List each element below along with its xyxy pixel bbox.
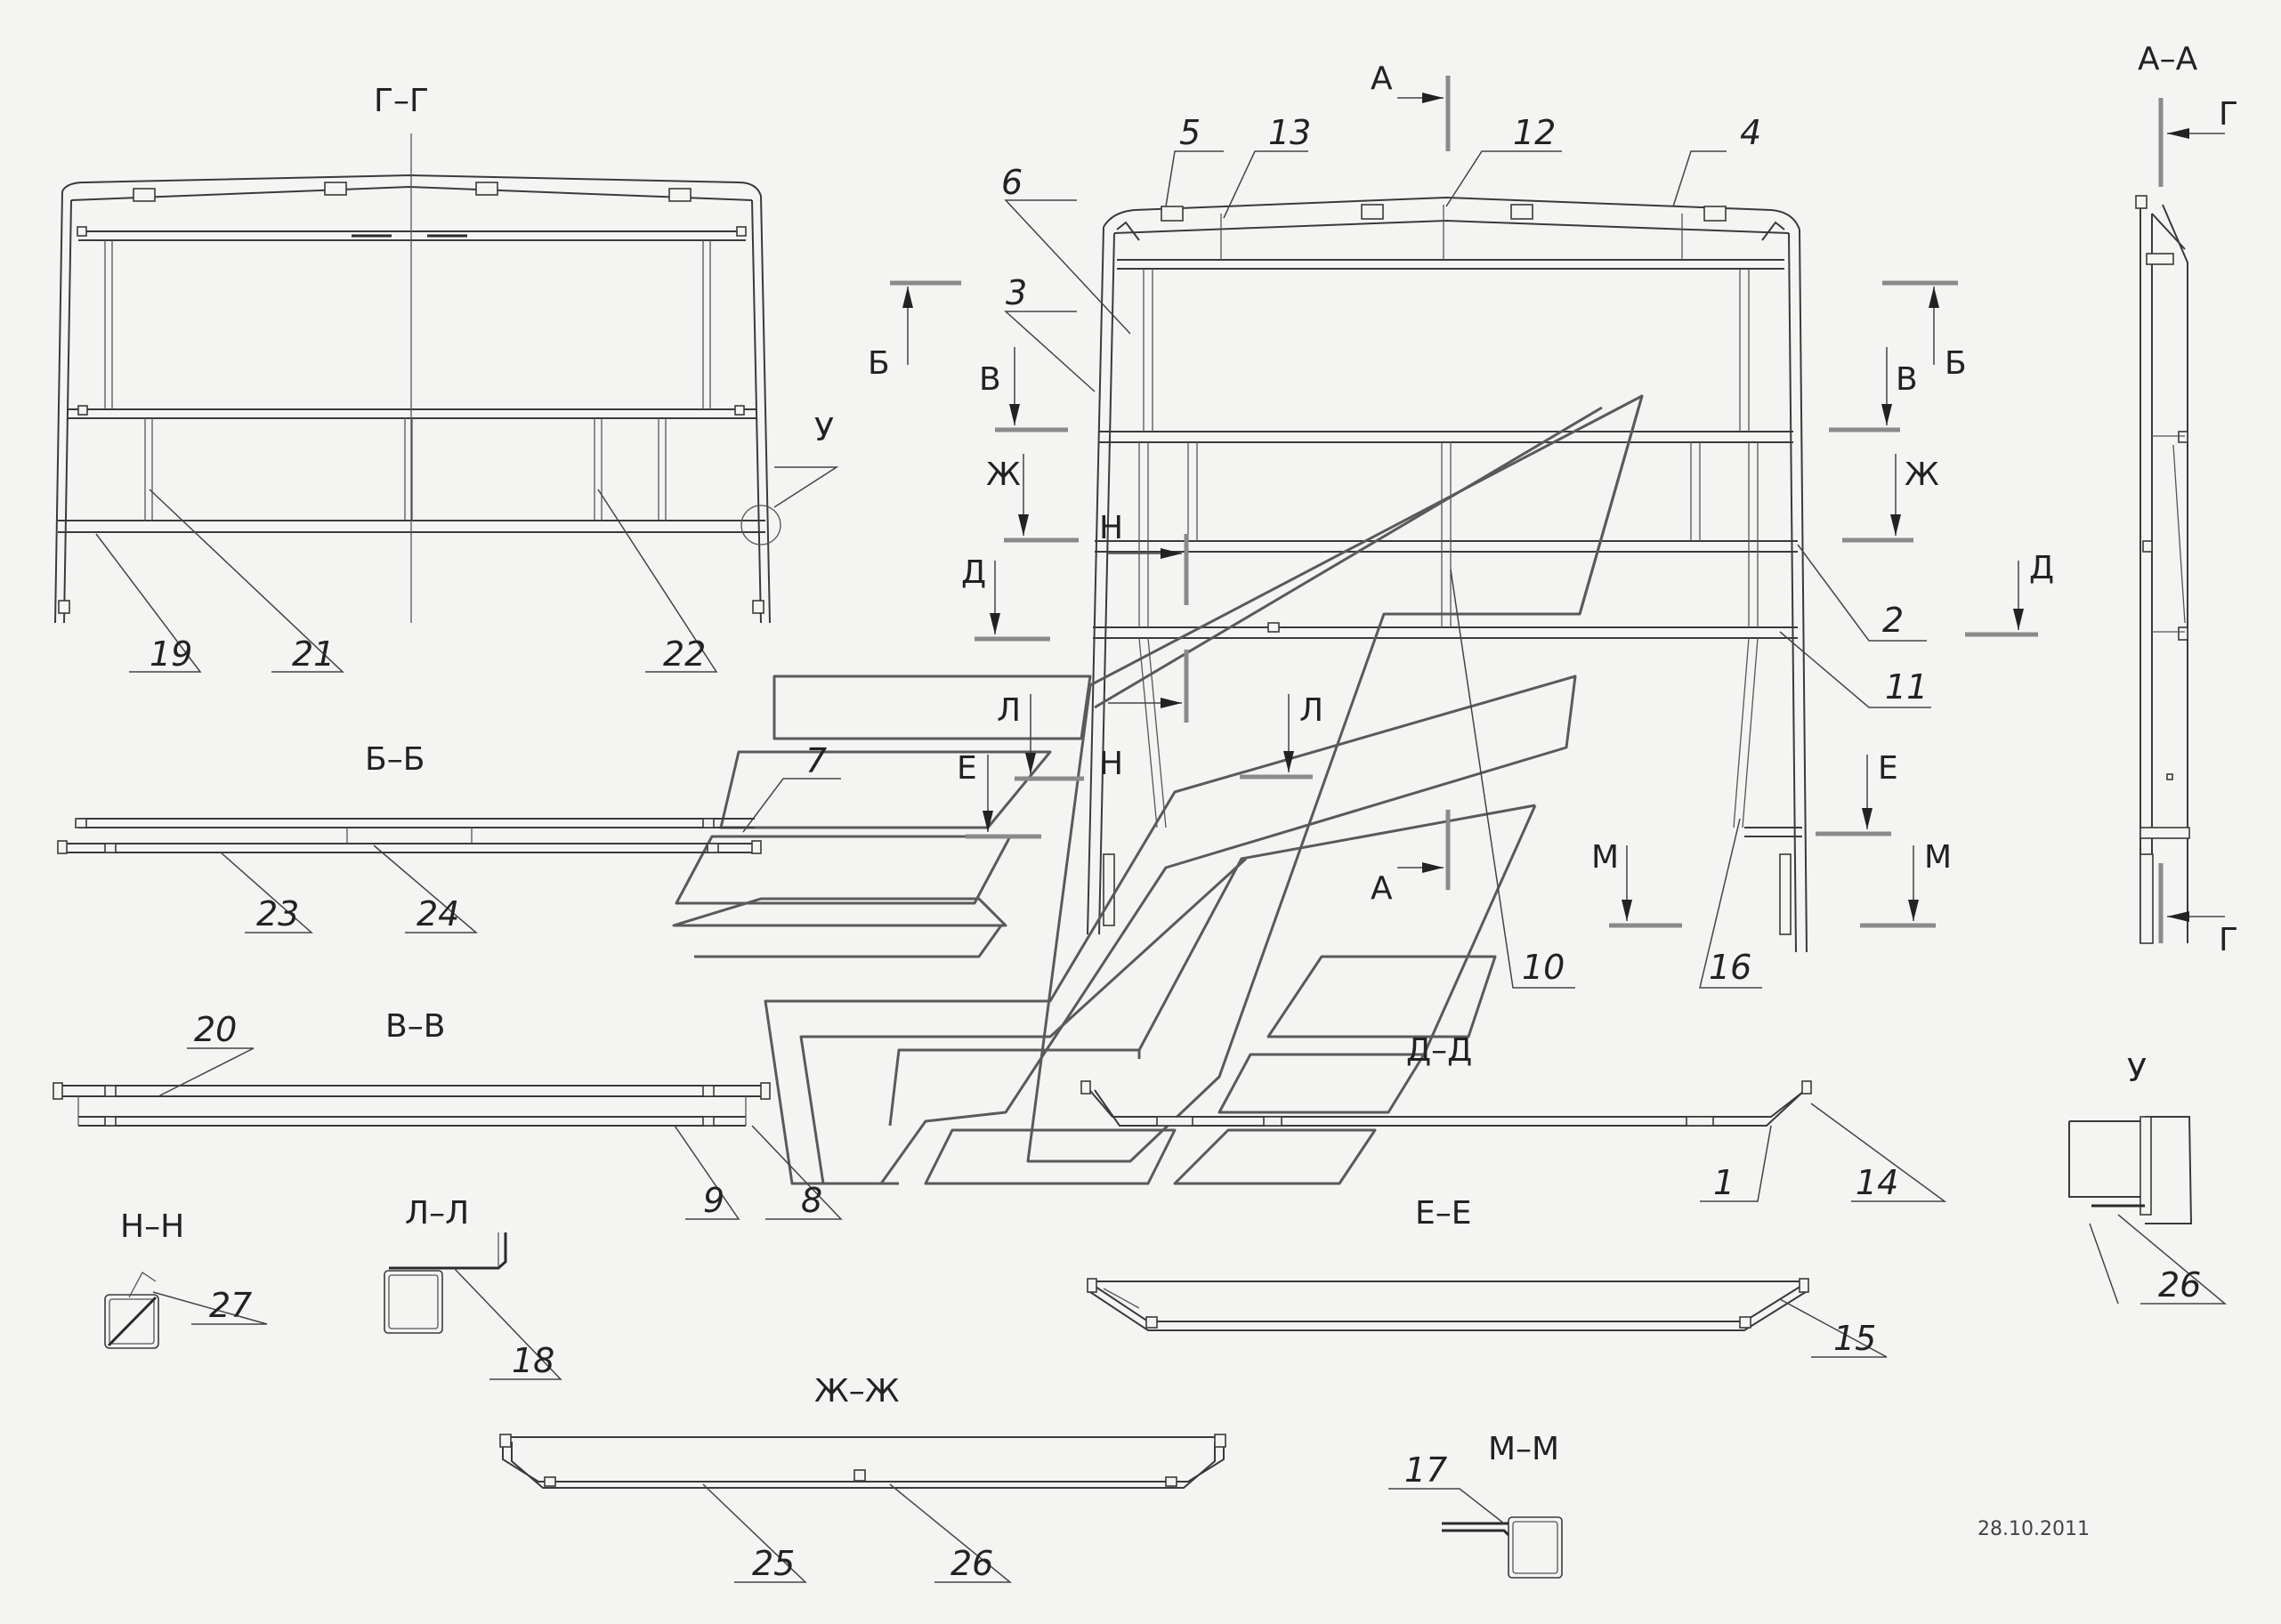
callout-17: 17 bbox=[1404, 1450, 1447, 1490]
seat-outline-lines bbox=[672, 394, 1644, 1185]
section-title-g-g: Г–Г bbox=[374, 83, 429, 119]
callout-leaders bbox=[95, 150, 2228, 1583]
drawing-date: 28.10.2011 bbox=[1978, 1518, 2090, 1540]
cut-letter-n-bottom: Н bbox=[1099, 746, 1123, 782]
callout-26: 26 bbox=[950, 1544, 993, 1583]
cut-letter-u: У bbox=[814, 412, 834, 448]
cut-letter-d-right: Д bbox=[2029, 550, 2054, 586]
cut-letter-m-left: М bbox=[1591, 839, 1619, 876]
section-title-v-v: В–В bbox=[385, 1008, 445, 1045]
callout-6: 6 bbox=[1001, 163, 1023, 202]
section-titles: Г–Г А–А Б–Б В–В Д–Д Е–Е Ж–Ж Н–Н Л–Л М–М … bbox=[120, 41, 2198, 1467]
callout-9: 9 bbox=[703, 1181, 724, 1220]
view-zh-zh bbox=[499, 1434, 1226, 1489]
cut-letter-a-top: А bbox=[1371, 61, 1393, 97]
section-title-e-e: Е–Е bbox=[1415, 1195, 1472, 1232]
section-title-zh-zh: Ж–Ж bbox=[814, 1373, 900, 1410]
cut-letter-g-top: Г bbox=[2219, 96, 2238, 133]
cut-letter-e-left: Е bbox=[957, 750, 977, 787]
view-a-a bbox=[2135, 195, 2190, 944]
callout-24: 24 bbox=[417, 894, 459, 933]
cut-letter-l-left: Л bbox=[997, 692, 1021, 729]
callout-numbers: 5 13 12 4 6 3 2 11 10 16 7 19 21 22 23 2… bbox=[150, 113, 2201, 1583]
cut-letter-g-bottom: Г bbox=[2219, 922, 2238, 958]
callout-25: 25 bbox=[752, 1544, 795, 1583]
section-title-u: У bbox=[2127, 1053, 2147, 1089]
callout-20: 20 bbox=[194, 1010, 237, 1049]
callout-15: 15 bbox=[1833, 1319, 1876, 1358]
cut-letter-a-bottom: А bbox=[1371, 870, 1393, 907]
callout-16: 16 bbox=[1709, 948, 1751, 987]
callout-21: 21 bbox=[292, 634, 335, 674]
callout-13: 13 bbox=[1268, 113, 1311, 152]
callout-7: 7 bbox=[805, 741, 827, 780]
callout-2: 2 bbox=[1882, 601, 1904, 640]
view-e-e bbox=[1087, 1278, 1809, 1331]
view-b-b bbox=[57, 818, 762, 854]
cut-letter-zh-left: Ж bbox=[986, 456, 1021, 493]
front-view bbox=[1087, 196, 1808, 953]
section-n-n-profile bbox=[104, 1272, 159, 1349]
callout-10: 10 bbox=[1522, 948, 1565, 987]
cut-letter-v-right: В bbox=[1896, 361, 1918, 398]
view-d-d bbox=[1080, 1080, 1812, 1127]
callout-5: 5 bbox=[1179, 113, 1201, 152]
view-g-g bbox=[54, 133, 781, 624]
section-title-b-b: Б–Б bbox=[365, 741, 425, 778]
callout-19: 19 bbox=[150, 634, 192, 674]
callout-8: 8 bbox=[801, 1181, 822, 1220]
cut-letter-l-right: Л bbox=[1299, 692, 1323, 729]
cut-mark-letters: А А Г Г Б Б В В Ж Ж Д Д Н Н Л Л Е Е М М … bbox=[814, 61, 2238, 958]
section-title-m-m: М–М bbox=[1488, 1431, 1559, 1467]
section-title-l-l: Л–Л bbox=[405, 1195, 469, 1232]
cut-letter-m-right: М bbox=[1924, 839, 1952, 876]
section-title-n-n: Н–Н bbox=[120, 1208, 184, 1245]
callout-14: 14 bbox=[1856, 1163, 1898, 1202]
callout-11: 11 bbox=[1885, 667, 1928, 707]
cut-letter-zh-right: Ж bbox=[1905, 456, 1939, 493]
cut-lines bbox=[890, 76, 2225, 943]
callout-23: 23 bbox=[256, 894, 299, 933]
cut-letter-b-left: Б bbox=[868, 345, 890, 382]
cut-letter-v-left: В bbox=[979, 361, 1001, 398]
callout-27: 27 bbox=[209, 1286, 252, 1325]
section-l-l-profile bbox=[384, 1232, 507, 1334]
section-title-a-a: А–А bbox=[2138, 41, 2198, 77]
callout-4: 4 bbox=[1740, 113, 1761, 152]
section-title-d-d: Д–Д bbox=[1406, 1032, 1472, 1069]
callout-22: 22 bbox=[663, 634, 706, 674]
view-v-v bbox=[53, 1082, 771, 1127]
callout-26-detail: 26 bbox=[2158, 1265, 2201, 1305]
callout-12: 12 bbox=[1513, 113, 1556, 152]
callout-3: 3 bbox=[1006, 273, 1027, 312]
cut-letter-b-right: Б bbox=[1945, 345, 1967, 382]
section-m-m-profile bbox=[1442, 1516, 1563, 1579]
cut-letter-e-right: Е bbox=[1878, 750, 1898, 787]
callout-18: 18 bbox=[512, 1341, 554, 1380]
detail-u bbox=[2068, 1116, 2193, 1224]
callout-1: 1 bbox=[1713, 1163, 1735, 1202]
cut-letter-d-left: Д bbox=[961, 554, 986, 591]
cut-letter-n-top: Н bbox=[1099, 510, 1123, 546]
